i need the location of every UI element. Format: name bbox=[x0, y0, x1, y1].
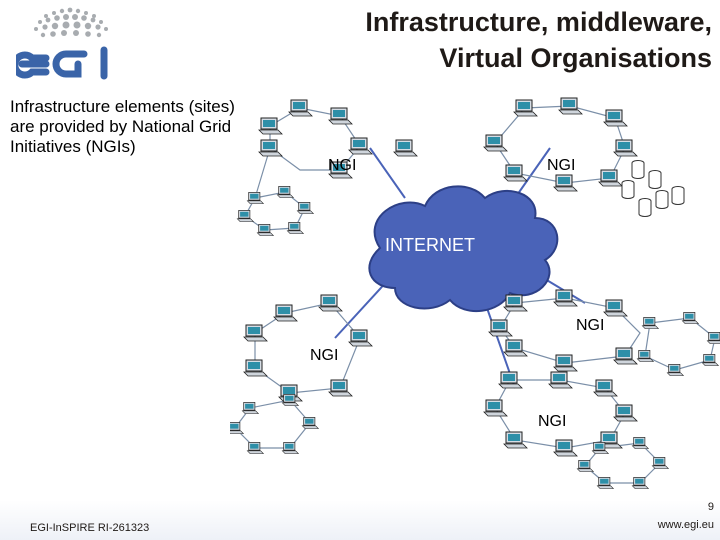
ngi-label-4: NGI bbox=[310, 347, 338, 364]
ngi-site-right-computers bbox=[488, 289, 720, 376]
page-title: Infrastructure, middleware, Virtual Orga… bbox=[192, 4, 712, 76]
ngi-site-left-lower-computers bbox=[230, 294, 373, 454]
ngi-label-2: NGI bbox=[547, 157, 575, 174]
footer-website: www.egi.eu bbox=[657, 519, 714, 531]
ngi-label-1: NGI bbox=[328, 157, 356, 174]
ngi-site-top-right-computers bbox=[393, 97, 638, 192]
footer-right: 9 www.egi.eu bbox=[658, 498, 714, 534]
ngi-label-3: NGI bbox=[576, 317, 604, 334]
ngi-network-diagram: NGI NGI INTERNET NGI NGI bbox=[230, 97, 720, 508]
storage-database-icons bbox=[621, 160, 685, 217]
footer-project-id: EGI-InSPIRE RI-261323 bbox=[30, 522, 150, 534]
page-number: 9 bbox=[707, 501, 714, 513]
title-line-1: Infrastructure, middleware, bbox=[365, 7, 712, 37]
internet-cloud bbox=[368, 185, 559, 313]
description-text: Infrastructure elements (sites) are prov… bbox=[10, 97, 235, 156]
ngi-site-bottom-computers bbox=[483, 371, 668, 489]
title-line-2: Virtual Organisations bbox=[439, 43, 712, 73]
ngi-label-5: NGI bbox=[538, 413, 566, 430]
logo-dots-icon bbox=[34, 7, 108, 38]
footer-band bbox=[0, 500, 720, 540]
internet-label: INTERNET bbox=[385, 235, 475, 255]
egi-logo bbox=[16, 7, 108, 80]
logo-letters-icon bbox=[16, 46, 108, 80]
